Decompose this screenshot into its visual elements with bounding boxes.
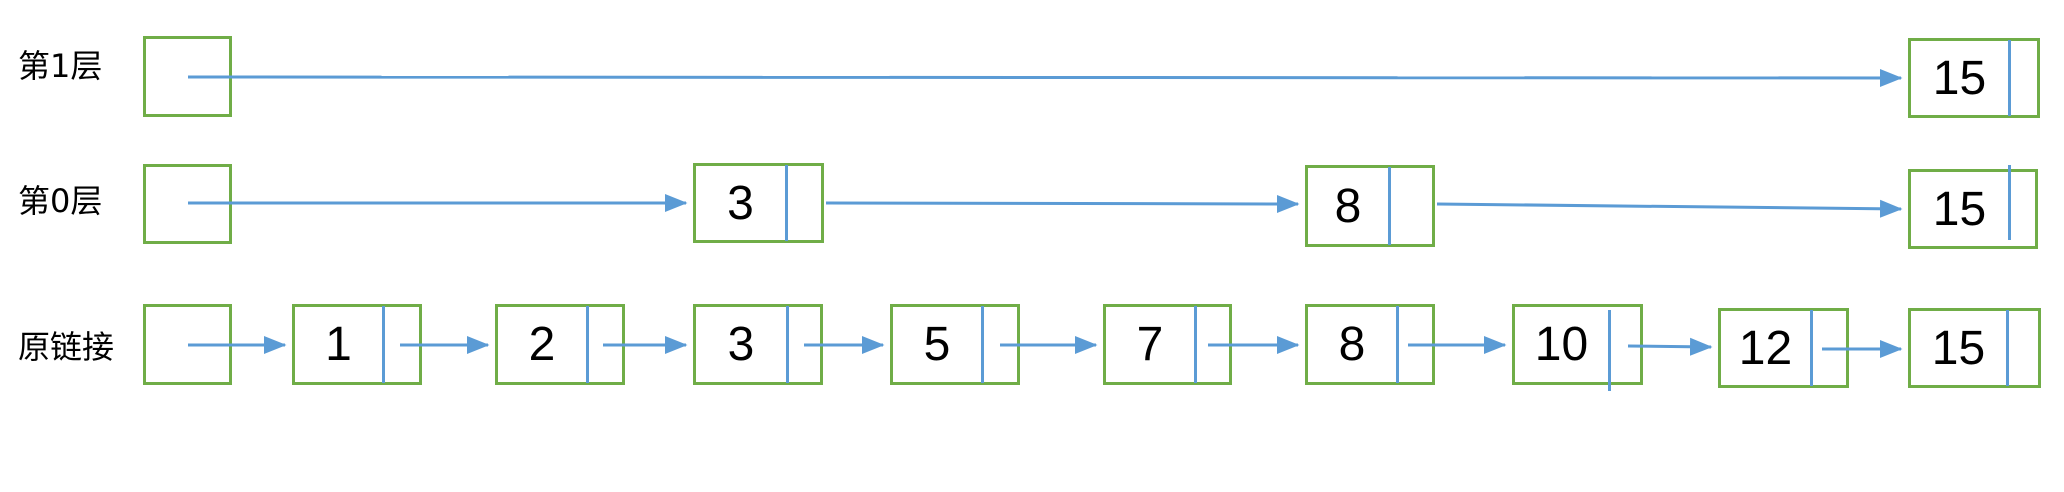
pointer-divider: [586, 306, 589, 383]
node-value: 15: [1932, 182, 1987, 236]
node-original-5: 5: [890, 304, 1020, 385]
node-level0-15: 15: [1908, 165, 2038, 249]
node-value: 7: [1136, 318, 1164, 371]
node-value: 15: [1932, 51, 1987, 105]
arrow-l1-head-to-15: [187, 68, 1903, 87]
pointer-divider: [1810, 310, 1813, 386]
pointer-divider: [1608, 310, 1611, 391]
row-label-level0: 第0层: [18, 182, 103, 220]
node-level0-3: 3: [693, 163, 824, 243]
row-label-level1: 第1层: [18, 47, 103, 85]
node-value: 15: [1931, 321, 1986, 375]
arrow-l0-8-to-15: [1436, 199, 1903, 218]
node-original-2: 2: [495, 304, 625, 385]
node-value: 2: [528, 318, 556, 371]
pointer-divider: [785, 165, 788, 241]
pointer-divider: [1194, 306, 1197, 383]
arrow-l0-3-to-8: [825, 194, 1300, 213]
node-value: 8: [1334, 179, 1362, 233]
pointer-divider: [2006, 310, 2009, 386]
node-value: 8: [1338, 318, 1366, 371]
node-original-15: 15: [1908, 308, 2041, 388]
pointer-divider: [1388, 167, 1391, 245]
node-original-1: 1: [292, 304, 422, 385]
node-value: 12: [1738, 321, 1793, 375]
node-value: 10: [1534, 318, 1589, 371]
head-node-original: [143, 304, 232, 385]
head-node-level0: [143, 164, 232, 244]
node-original-7: 7: [1103, 304, 1232, 385]
pointer-divider: [1396, 306, 1399, 383]
node-value: 3: [727, 318, 755, 371]
node-original-10: 10: [1512, 304, 1643, 391]
row-label-original: 原链接: [18, 328, 115, 366]
pointer-divider: [786, 306, 789, 383]
node-value: 3: [727, 176, 754, 230]
head-node-level1: [143, 36, 232, 117]
node-original-12: 12: [1718, 308, 1849, 388]
node-level0-8: 8: [1305, 165, 1435, 247]
node-value: 1: [325, 318, 352, 371]
node-original-8: 8: [1305, 304, 1435, 385]
node-original-3: 3: [693, 304, 823, 385]
pointer-divider: [981, 306, 984, 383]
node-level1-15: 15: [1908, 38, 2040, 118]
pointer-divider: [2008, 40, 2011, 116]
pointer-divider: [2008, 165, 2011, 240]
pointer-divider: [382, 306, 385, 383]
node-value: 5: [923, 318, 951, 371]
